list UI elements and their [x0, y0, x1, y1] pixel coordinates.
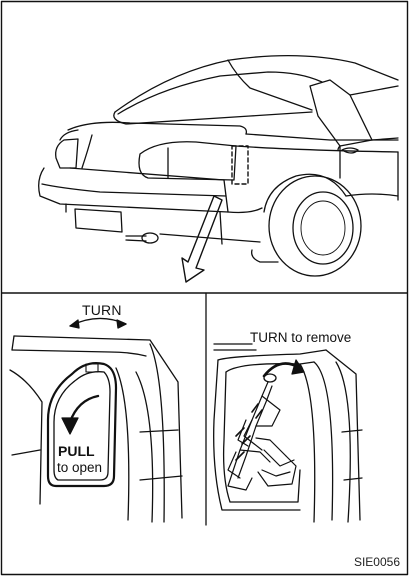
pull-label: PULL	[58, 444, 95, 458]
jack-removal-detail	[214, 344, 362, 522]
turn-to-remove-label: TURN to remove	[250, 331, 351, 345]
to-open-label: to open	[57, 461, 102, 475]
trim-cover-detail	[10, 318, 182, 522]
car-rear-view	[39, 56, 398, 282]
figure-code: SIE0056	[354, 556, 400, 568]
jack	[228, 382, 296, 490]
turn-label: TURN	[82, 303, 122, 317]
